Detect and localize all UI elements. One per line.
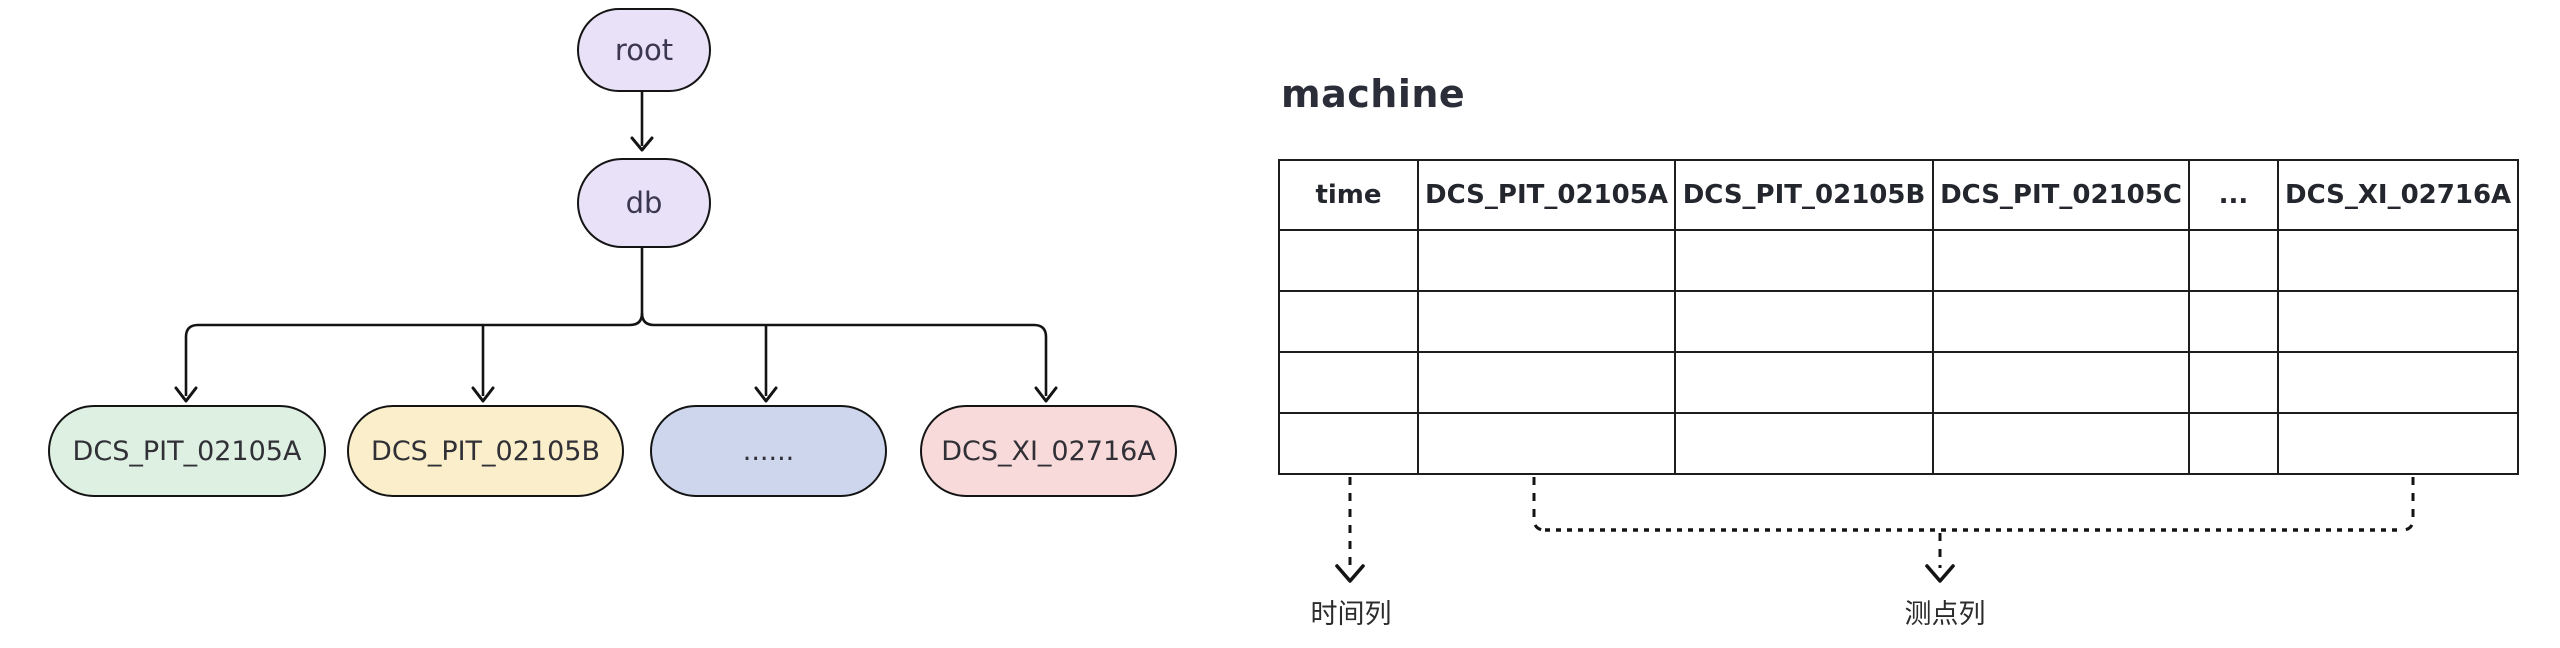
time-column-label: 时间列 [1310, 599, 1392, 630]
table-cell [1417, 351, 1676, 414]
dashed-annotations [1335, 477, 2415, 583]
bracket-left-line [1532, 477, 1546, 532]
db-node-label: db [625, 186, 663, 220]
table-cell [2276, 351, 2520, 414]
leaf-node-label: DCS_PIT_02105B [371, 435, 600, 467]
table-cell [1932, 229, 2190, 292]
table-cell [2276, 412, 2520, 475]
table-cell [1417, 229, 1676, 292]
leaf-node-ellipsis: ...... [650, 405, 887, 497]
table-row [1278, 351, 2520, 414]
table-cell [1932, 351, 2190, 414]
table-cell [2276, 290, 2520, 353]
leaf-node-dcs-pit-02105a: DCS_PIT_02105A [48, 405, 326, 497]
table-row [1278, 290, 2520, 353]
table-cell [1932, 290, 2190, 353]
table-cell [1278, 412, 1419, 475]
table-cell [1417, 412, 1676, 475]
machine-title: machine [1281, 72, 1466, 116]
edge-branch-leaf-3 [640, 312, 1048, 396]
leaf-node-label: ...... [742, 435, 795, 467]
table-cell [1278, 229, 1419, 292]
schema-table-body [1278, 229, 2520, 475]
column-header-dcs-pit-02105b: DCS_PIT_02105B [1674, 159, 1934, 231]
db-node: db [577, 158, 711, 248]
table-cell [1278, 290, 1419, 353]
table-cell [1417, 290, 1676, 353]
tree-arrowheads [174, 136, 1058, 403]
column-header-dcs-pit-02105a: DCS_PIT_02105A [1417, 159, 1676, 231]
arrow-down-icon [471, 386, 495, 403]
table-cell [1674, 229, 1934, 292]
root-node: root [577, 8, 711, 92]
column-header-ellipsis: ... [2188, 159, 2279, 231]
leaf-node-label: DCS_PIT_02105A [72, 435, 302, 467]
column-header-dcs-pit-02105c: DCS_PIT_02105C [1932, 159, 2190, 231]
table-row [1278, 229, 2520, 292]
root-node-label: root [614, 33, 674, 67]
arrow-down-icon [1034, 386, 1058, 403]
edge-branch-leaf-0 [184, 312, 644, 396]
arrow-down-icon [174, 386, 198, 403]
arrow-down-icon [1925, 564, 1955, 583]
table-cell [1674, 290, 1934, 353]
table-row [1278, 412, 2520, 475]
tree-edges [184, 92, 1048, 396]
table-cell [1674, 351, 1934, 414]
leaf-node-dcs-xi-02716a: DCS_XI_02716A [920, 405, 1177, 497]
table-cell [1932, 412, 2190, 475]
table-cell [1278, 351, 1419, 414]
column-header-dcs-xi-02716a: DCS_XI_02716A [2276, 159, 2520, 231]
leaf-node-label: DCS_XI_02716A [941, 435, 1156, 467]
arrow-down-icon [1335, 564, 1365, 583]
leaf-node-dcs-pit-02105b: DCS_PIT_02105B [347, 405, 624, 497]
schema-table: time DCS_PIT_02105A DCS_PIT_02105B DCS_P… [1278, 159, 2520, 475]
table-cell [2276, 229, 2520, 292]
column-header-time: time [1278, 159, 1419, 231]
table-cell [1674, 412, 1934, 475]
table-cell [2188, 412, 2279, 475]
arrow-down-icon [754, 386, 778, 403]
table-cell [2188, 229, 2279, 292]
table-cell [2188, 290, 2279, 353]
table-header-row: time DCS_PIT_02105A DCS_PIT_02105B DCS_P… [1278, 159, 2520, 231]
sensor-column-label: 测点列 [1904, 599, 1986, 630]
bracket-right-line [2401, 477, 2415, 532]
table-cell [2188, 351, 2279, 414]
arrow-down-icon [630, 136, 654, 152]
